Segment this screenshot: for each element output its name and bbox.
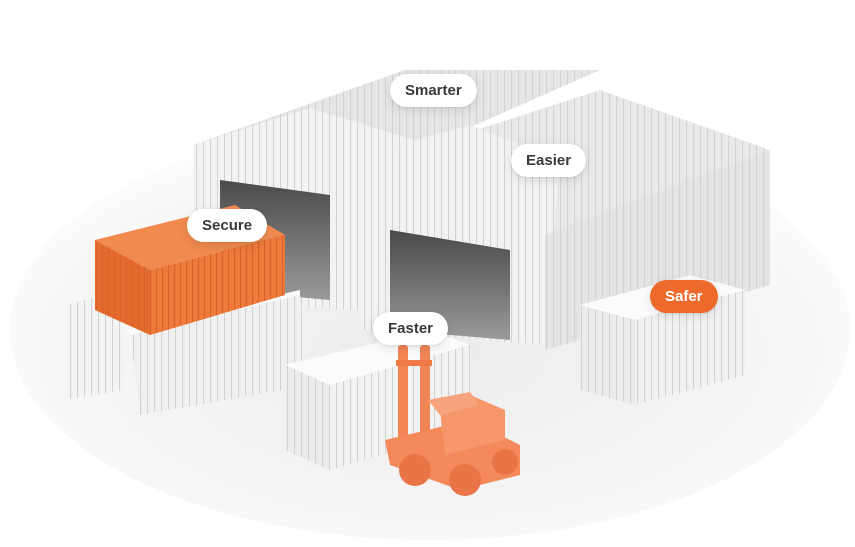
label-smarter: Smarter (390, 74, 477, 107)
forklift (385, 345, 520, 496)
label-secure: Secure (187, 209, 268, 242)
label-easier: Easier (511, 144, 587, 177)
label-faster: Faster (373, 312, 449, 345)
label-safer: Safer (650, 280, 718, 313)
